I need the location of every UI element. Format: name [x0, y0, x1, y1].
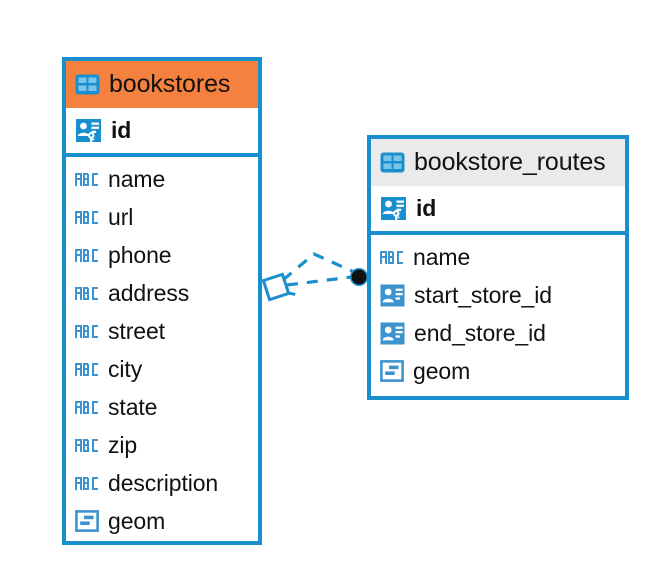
field-row-start-store-id[interactable]: start_store_id — [371, 276, 625, 314]
geometry-icon — [75, 510, 99, 532]
field-label: id — [111, 117, 132, 143]
entity-header[interactable]: bookstores — [66, 61, 258, 108]
table-icon — [75, 74, 100, 95]
primary-key-icon — [381, 197, 406, 220]
entity-title: bookstores — [109, 70, 231, 98]
field-label: zip — [108, 431, 138, 458]
field-row-state[interactable]: state — [66, 388, 258, 426]
field-label: name — [108, 165, 166, 192]
field-label: geom — [413, 357, 471, 384]
field-label: start_store_id — [414, 281, 552, 308]
foreign-key-icon — [380, 322, 405, 344]
entity-bookstore-routes[interactable]: bookstore_routes id — [367, 135, 629, 400]
table-icon — [380, 152, 405, 173]
field-row-name[interactable]: name — [371, 238, 625, 276]
field-label: address — [108, 279, 190, 306]
field-label: url — [108, 203, 134, 230]
abc-text-icon — [75, 324, 98, 338]
field-label: end_store_id — [414, 319, 546, 346]
field-row-end-store-id[interactable]: end_store_id — [371, 314, 625, 352]
field-row-url[interactable]: url — [66, 198, 258, 236]
field-label: state — [108, 393, 158, 420]
entity-bookstores[interactable]: bookstores id — [62, 57, 262, 545]
field-row-id[interactable]: id — [66, 108, 258, 153]
field-label: phone — [108, 241, 172, 268]
field-label: city — [108, 355, 143, 382]
primary-key-section: id — [371, 186, 625, 235]
entity-header[interactable]: bookstore_routes — [371, 139, 625, 186]
field-label: geom — [108, 507, 166, 534]
field-row-phone[interactable]: phone — [66, 236, 258, 274]
field-list: name url phone address street city state zip des… — [66, 157, 258, 544]
abc-text-icon — [75, 210, 98, 224]
field-row-geom[interactable]: geom — [66, 502, 258, 540]
diamond-marker — [261, 272, 296, 302]
field-row-description[interactable]: description — [66, 464, 258, 502]
field-row-street[interactable]: street — [66, 312, 258, 350]
abc-text-icon — [75, 476, 98, 490]
field-label: id — [416, 195, 437, 221]
field-row-name[interactable]: name — [66, 160, 258, 198]
field-row-city[interactable]: city — [66, 350, 258, 388]
abc-text-icon — [380, 250, 403, 264]
field-row-zip[interactable]: zip — [66, 426, 258, 464]
field-label: name — [413, 243, 471, 270]
field-row-address[interactable]: address — [66, 274, 258, 312]
abc-text-icon — [75, 248, 98, 262]
field-row-geom[interactable]: geom — [371, 352, 625, 390]
field-row-id[interactable]: id — [371, 186, 625, 231]
filled-dot-marker — [350, 268, 368, 286]
abc-text-icon — [75, 438, 98, 452]
abc-text-icon — [75, 172, 98, 186]
primary-key-section: id — [66, 108, 258, 157]
field-label: description — [108, 469, 219, 496]
abc-text-icon — [75, 286, 98, 300]
abc-text-icon — [75, 400, 98, 414]
relationship-line-arc — [281, 252, 355, 282]
primary-key-icon — [76, 119, 101, 142]
entity-title: bookstore_routes — [414, 148, 606, 176]
foreign-key-icon — [380, 284, 405, 306]
geometry-icon — [380, 360, 404, 382]
relationship-line-straight — [286, 275, 353, 287]
field-label: street — [108, 317, 165, 344]
abc-text-icon — [75, 362, 98, 376]
